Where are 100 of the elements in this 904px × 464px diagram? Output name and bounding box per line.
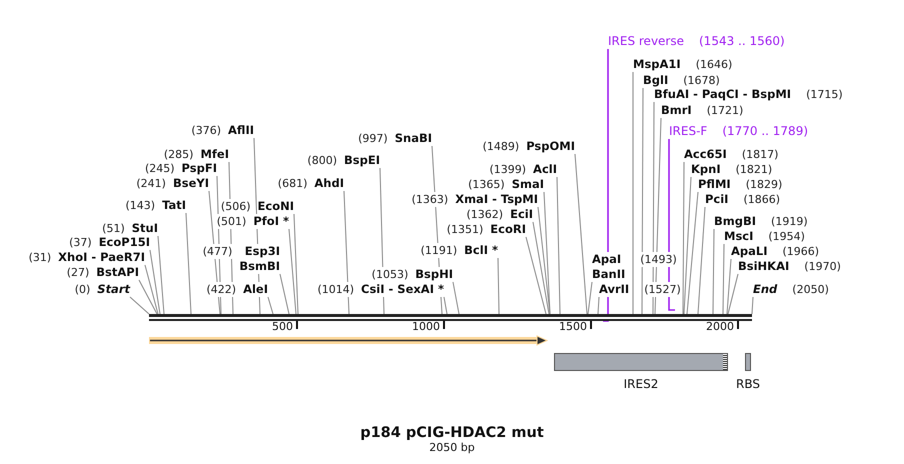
leader-line: [686, 192, 698, 314]
enzyme-name: KpnI: [691, 162, 721, 177]
enzyme-name: AleI: [243, 282, 268, 297]
site-position: (285): [164, 147, 194, 162]
leader-line: [726, 258, 732, 314]
site-position: (1715): [806, 87, 843, 102]
enzyme-name: BfuAI - PaqCI - BspMI: [654, 87, 792, 102]
leader-line: [752, 296, 754, 314]
leader-line: [294, 214, 298, 314]
site-position: (800): [307, 153, 338, 168]
leader-line: [588, 282, 592, 314]
leader-line: [574, 154, 588, 314]
enzyme-name: PfoI *: [253, 214, 289, 229]
leader-line: [598, 296, 600, 314]
leader-line: [538, 206, 550, 314]
enzyme-name: MspA1I: [633, 57, 681, 72]
site-position: (1399): [489, 162, 526, 177]
leader-line: [526, 236, 546, 314]
orf-feature: [149, 335, 548, 346]
enzyme-name: ApaI BanII: [592, 252, 626, 282]
leader-line: [632, 72, 634, 314]
leader-line: [186, 212, 192, 314]
scale-label: 1000: [412, 320, 440, 334]
site-position: (31): [28, 250, 52, 265]
leader-line: [642, 88, 644, 314]
leader-line: [268, 296, 274, 314]
enzyme-name: BspEI: [344, 153, 380, 168]
leader-line: [158, 236, 164, 314]
feature-label: RBS: [736, 377, 760, 392]
leader-line: [138, 280, 158, 314]
site-position: (1527): [644, 282, 681, 297]
leader-line: [682, 162, 684, 314]
site-position: (1489): [482, 139, 520, 154]
scale-label: 1500: [559, 320, 587, 334]
enzyme-name: PspOMI: [526, 139, 575, 154]
site-position: (1646): [696, 57, 732, 72]
site-position: (506): [220, 199, 251, 214]
enzyme-name: ApaLI: [731, 244, 768, 259]
site-position: (1053): [372, 267, 408, 282]
leader-line: [712, 228, 714, 314]
site-position: (143): [126, 198, 156, 213]
site-position: (1770 .. 1789): [722, 124, 808, 139]
site-position: (27): [66, 265, 90, 280]
dna-backbone: [149, 314, 752, 321]
leader-line: [498, 258, 500, 314]
site-position: (1191): [420, 243, 458, 258]
site-position: (477): [202, 244, 232, 259]
site-position: (1678): [683, 73, 720, 88]
site-position: (1966): [782, 244, 820, 259]
site-position: (2050): [792, 282, 829, 297]
scale-label: 500: [272, 320, 293, 334]
leader-line: [684, 176, 692, 314]
site-position: (1351): [446, 222, 484, 237]
site-position: (1817): [742, 147, 778, 162]
site-position: (1829): [746, 177, 782, 192]
leader-line: [144, 264, 158, 314]
site-position: (1493): [640, 252, 677, 267]
scale-label: 2000: [706, 320, 734, 334]
site-position: (422): [206, 282, 236, 297]
enzyme-name: CsiI - SexAI *: [361, 282, 444, 297]
leader-line: [452, 282, 460, 314]
leader-line: [280, 274, 290, 314]
leader-line: [728, 274, 738, 314]
site-position: (997): [358, 131, 388, 146]
sequence-length: 2050 bp: [429, 441, 475, 454]
leader-line: [698, 206, 706, 314]
site-position: (1866): [743, 192, 780, 207]
leader-line: [444, 296, 448, 314]
enzyme-name: PspFI: [182, 161, 217, 176]
enzyme-name: BspHI: [415, 267, 453, 282]
site-position: (376): [191, 123, 222, 138]
site-position: (1014): [317, 282, 354, 297]
site-position: (1362): [466, 207, 504, 222]
site-position: (0): [74, 282, 90, 297]
site-position: (1721): [706, 103, 744, 118]
leader-line: [150, 250, 160, 314]
enzyme-name: XmaI - TspMI: [455, 192, 538, 207]
enzyme-name: AvrII: [599, 282, 630, 297]
leader-line: [532, 222, 550, 314]
enzyme-name: Esp3I BsmBI: [239, 244, 280, 274]
site-position: (1919): [771, 214, 808, 229]
site-position: (37): [69, 235, 92, 250]
leader-line: [544, 192, 550, 314]
site-position: (1363): [412, 192, 448, 207]
site-position: (241): [136, 176, 166, 191]
site-position: (1365): [468, 177, 505, 192]
site-position: (681): [278, 176, 308, 191]
leader-line: [722, 244, 724, 314]
leader-line: [344, 190, 350, 314]
site-position: (1821): [736, 162, 772, 177]
feature-label: IRES2: [624, 377, 658, 392]
enzyme-name: BmgBI: [714, 214, 756, 229]
site-position: (245): [144, 161, 175, 176]
map-title: p184 pCIG-HDAC2 mut: [360, 425, 544, 441]
site-position: (51): [102, 221, 125, 236]
leader-line: [556, 176, 560, 314]
leader-line: [288, 228, 296, 314]
enzyme-name: BglI: [643, 73, 668, 88]
site-position: (1543 .. 1560): [699, 34, 785, 49]
site-position: (1970): [804, 259, 841, 274]
